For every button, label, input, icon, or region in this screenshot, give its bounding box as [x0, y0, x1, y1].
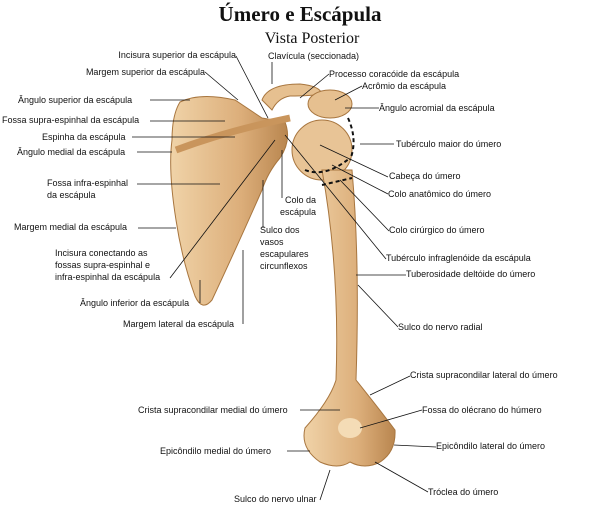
label-margem-superior: Margem superior da escápula	[85, 67, 205, 77]
label-clavicula: Clavícula (seccionada)	[268, 51, 360, 61]
scapular-spine	[174, 114, 291, 154]
label-line: Incisura conectando as	[55, 248, 148, 258]
label-fossa-supra: Fossa supra-espinhal da escápula	[2, 115, 140, 125]
olecranon-fossa	[338, 418, 362, 438]
label-tuberculo-maior: Tubérculo maior do úmero	[396, 139, 502, 149]
label-epicondilo-medial: Epicôndilo medial do úmero	[160, 446, 272, 456]
label-tuberosidade-deltoide: Tuberosidade deltóide do úmero	[406, 269, 536, 279]
label-line: fossas supra-espinhal e	[55, 260, 151, 270]
label-acromio: Acrômio da escápula	[362, 81, 447, 91]
label-epicondilo-lateral: Epicôndilo lateral do úmero	[436, 441, 546, 451]
label-line: Sulco dos	[260, 225, 300, 235]
label-incisura-superior: Incisura superior da escápula	[118, 50, 236, 60]
label-espinha: Espinha da escápula	[42, 132, 126, 142]
label-line: circunflexos	[260, 261, 308, 271]
label-angulo-superior: Ângulo superior da escápula	[18, 95, 133, 105]
label-colo-escapula: Colo da escápula	[280, 194, 316, 218]
label-line: infra-espinhal da escápula	[55, 272, 161, 282]
page-title: Úmero e Escápula	[218, 2, 382, 26]
label-tuberculo-infraglenoide: Tubérculo infraglenóide da escápula	[386, 253, 531, 263]
label-line: escápula	[280, 207, 317, 217]
label-line: da escápula	[47, 190, 96, 200]
label-sulco-ulnar: Sulco do nervo ulnar	[234, 494, 317, 504]
label-margem-lateral: Margem lateral da escápula	[123, 319, 235, 329]
humerus-shaft	[303, 169, 396, 467]
label-colo-anatomico: Colo anatômico do úmero	[388, 189, 492, 199]
label-troclea: Tróclea do úmero	[428, 487, 499, 497]
label-colo-cirurgico: Colo cirúrgico do úmero	[389, 225, 485, 235]
label-fossa-olecrano: Fossa do olécrano do húmero	[422, 405, 542, 415]
label-line: vasos	[260, 237, 284, 247]
label-crista-medial: Crista supracondilar medial do úmero	[138, 405, 288, 415]
leader-lines	[132, 55, 437, 501]
label-line: escapulares	[260, 249, 309, 259]
label-line: Colo da	[285, 195, 317, 205]
label-sulco-vasos: Sulco dos vasos escapulares circunflexos	[260, 224, 309, 272]
label-sulco-radial: Sulco do nervo radial	[398, 322, 483, 332]
label-angulo-inferior: Ângulo inferior da escápula	[80, 298, 190, 308]
label-fossa-infra: Fossa infra-espinhal da escápula	[47, 177, 128, 201]
label-processo-coracoide: Processo coracóide da escápula	[329, 69, 460, 79]
label-margem-medial: Margem medial da escápula	[14, 222, 128, 232]
label-cabeca: Cabeça do úmero	[389, 171, 461, 181]
page-subtitle: Vista Posterior	[264, 30, 360, 47]
label-angulo-medial: Ângulo medial da escápula	[17, 147, 126, 157]
label-line: Fossa infra-espinhal	[47, 178, 129, 188]
label-angulo-acromial: Ângulo acromial da escápula	[379, 103, 495, 113]
label-incisura-conectando: Incisura conectando as fossas supra-espin…	[55, 247, 160, 283]
label-crista-lateral: Crista supracondilar lateral do úmero	[410, 370, 558, 380]
